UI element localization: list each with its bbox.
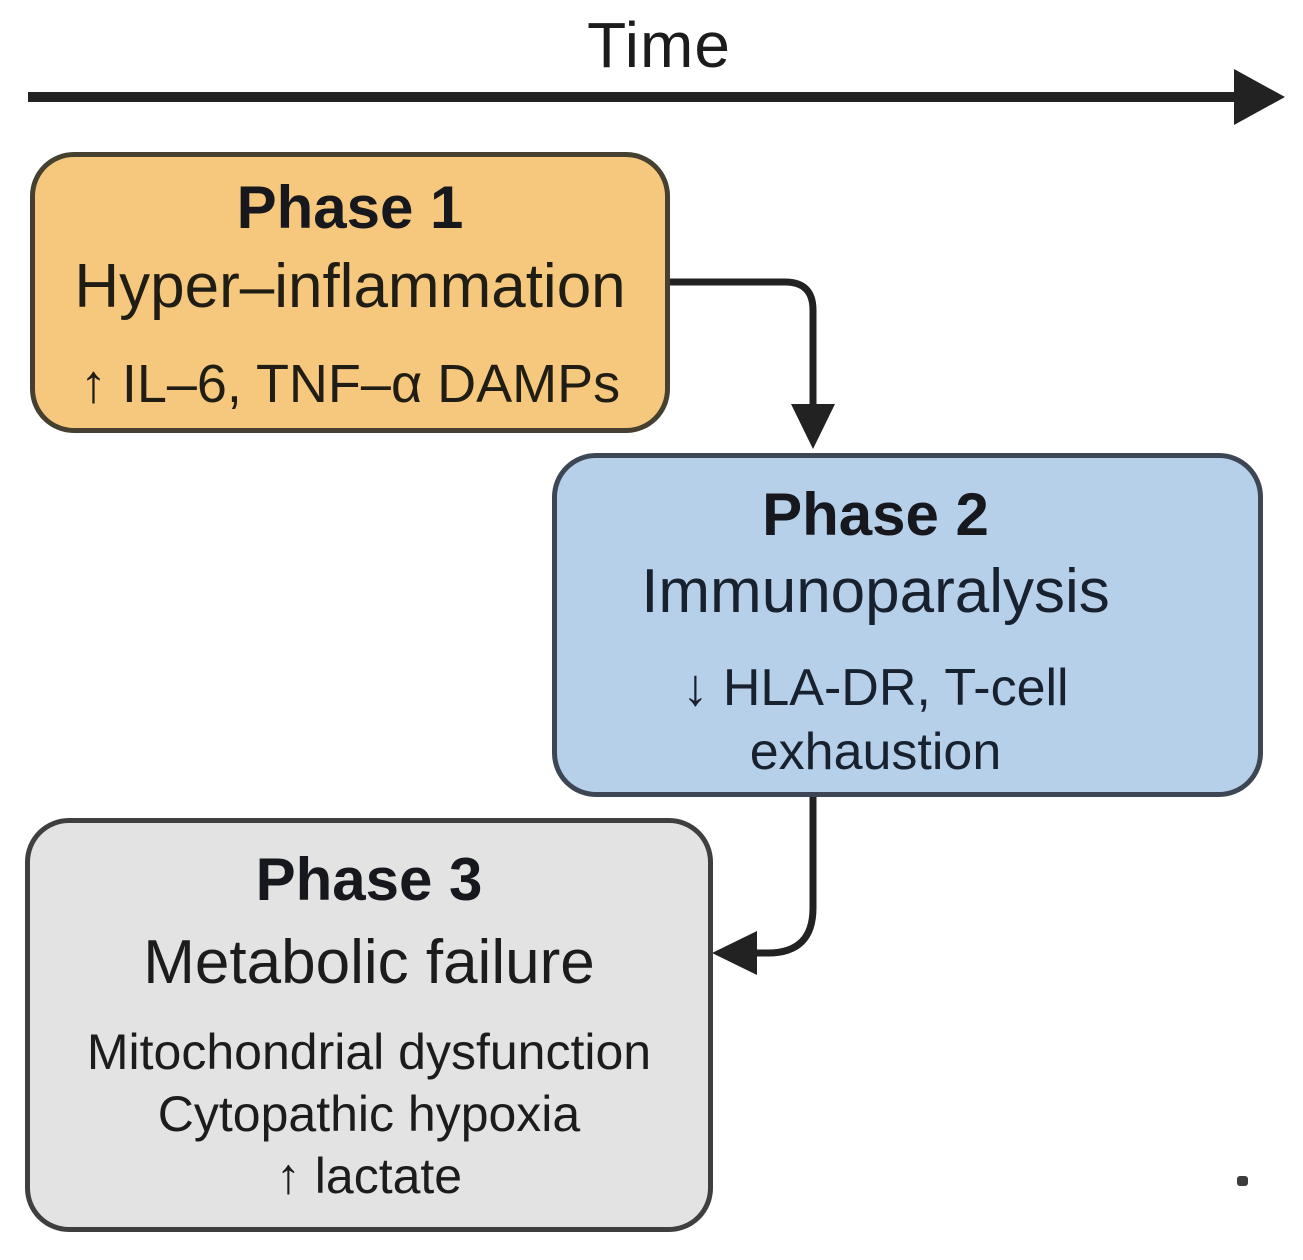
phase3-metabolic-failure-box: Phase 3 Metabolic failure Mitochondrial … [25,818,713,1232]
phase3-name: Metabolic failure [143,928,595,997]
phase1-hyperinflammation-box: Phase 1 Hyper–inflammation ↑ IL–6, TNF–α… [30,152,670,433]
time-arrow-icon [28,69,1285,125]
arrow-phase2-to-phase3-icon [712,797,817,975]
phase2-heading: Phase 2 [762,481,989,548]
phase3-detail-line: ↑ lactate [275,1148,463,1204]
phase3-detail-line: Mitochondrial dysfunction [86,1024,652,1080]
phase2-name: Immunoparalysis [641,557,1110,626]
stray-dot [1237,1176,1248,1186]
phase2-detail-line: ↓ HLA-DR, T-cell [682,659,1069,717]
phase3-detail-line: Cytopathic hypoxia [157,1086,581,1142]
phase2-immunoparalysis-box: Phase 2 Immunoparalysis ↓ HLA-DR, T-cell… [552,453,1263,797]
phase2-detail-line: exhaustion [749,723,1002,781]
time-axis-label: Time [587,9,731,81]
phase3-heading: Phase 3 [255,846,483,913]
arrow-phase1-to-phase2-icon [670,278,835,449]
phase1-heading: Phase 1 [236,174,464,241]
phase1-detail-line: ↑ IL–6, TNF–α DAMPs [79,354,621,414]
phase1-name: Hyper–inflammation [74,252,626,321]
